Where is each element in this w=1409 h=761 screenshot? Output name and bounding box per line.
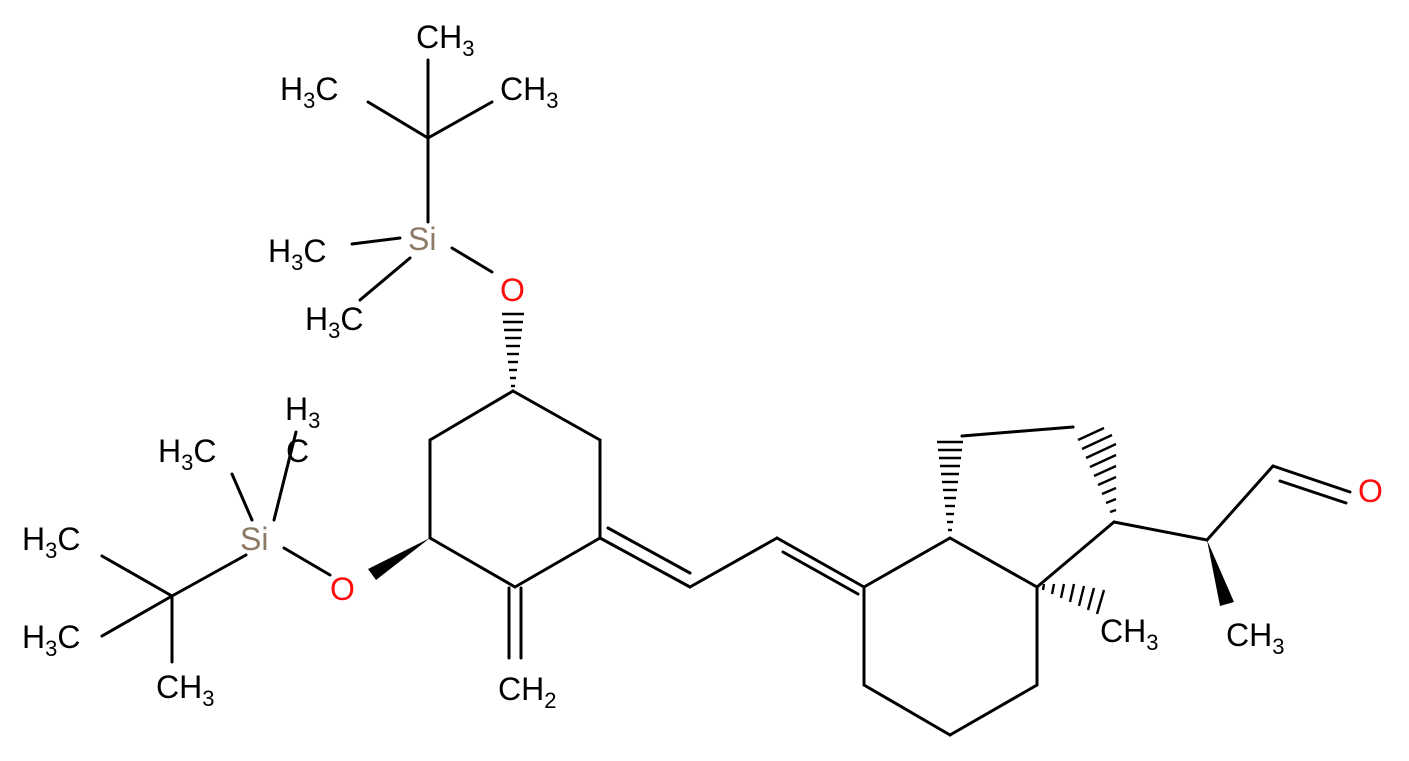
- bond: [511, 389, 602, 442]
- bond: [862, 683, 952, 737]
- atom-label-oxygen: O: [330, 571, 355, 607]
- bond: [358, 256, 412, 302]
- bond: [513, 536, 602, 589]
- bond: [100, 554, 174, 598]
- bond: [1035, 520, 1116, 589]
- bond: [100, 594, 174, 638]
- bond: [1271, 464, 1352, 494]
- bond: [230, 472, 254, 522]
- bond: [428, 536, 517, 589]
- atom-label-oxygen: O: [500, 272, 525, 308]
- solid-wedge-bond: [1207, 540, 1234, 606]
- hashed-wedge-bond: [937, 440, 963, 532]
- atom-label-h3: H3: [285, 391, 320, 433]
- atom-label-ch3: CH3: [156, 669, 214, 711]
- bond: [606, 526, 692, 575]
- bond: [426, 100, 494, 140]
- atom-label-ch2: CH2: [498, 671, 556, 713]
- bond: [282, 546, 332, 577]
- bond: [1205, 464, 1275, 542]
- bond: [272, 430, 298, 522]
- atom-label-si: Si: [408, 221, 436, 257]
- bond: [350, 236, 402, 246]
- atom-label-h3c: H3C: [158, 433, 216, 475]
- atom-label-h3c: H3C: [268, 233, 326, 275]
- atom-label-h3c: H3C: [22, 521, 80, 563]
- bond: [960, 425, 1075, 438]
- atom-label-ch3: CH3: [416, 19, 474, 61]
- hashed-wedge-bond: [1077, 426, 1117, 514]
- bond: [688, 536, 779, 589]
- bond: [170, 553, 248, 598]
- bond: [428, 389, 515, 442]
- bond: [1112, 520, 1209, 542]
- bond: [781, 550, 860, 596]
- atom-label-h3c: H3C: [22, 619, 80, 661]
- bond: [775, 536, 866, 589]
- hashed-wedge-bond: [1041, 583, 1106, 615]
- atom-label-ch3: CH3: [500, 71, 558, 113]
- bond: [862, 536, 952, 589]
- bond: [1278, 479, 1348, 505]
- bond-lines: [100, 58, 1352, 737]
- hashed-wedge-bond: [502, 312, 524, 388]
- atom-label-si: Si: [240, 521, 268, 557]
- atom-label-c: C: [286, 433, 309, 469]
- stereo-bonds: [368, 312, 1234, 615]
- atom-label-h3c: H3C: [280, 71, 338, 113]
- solid-wedge-bond: [368, 538, 430, 580]
- bond: [948, 683, 1039, 737]
- bond: [948, 536, 1039, 589]
- atom-label-ch3: CH3: [1100, 613, 1158, 655]
- bond: [450, 246, 494, 274]
- bond: [598, 536, 692, 589]
- atom-label-oxygen: O: [1358, 473, 1383, 509]
- bond: [366, 100, 430, 140]
- atom-label-ch3: CH3: [1226, 617, 1284, 659]
- atom-label-h3c: H3C: [305, 301, 363, 343]
